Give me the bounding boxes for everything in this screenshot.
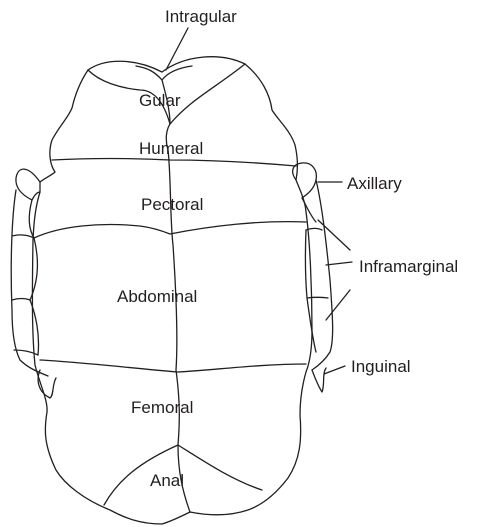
right-marginal-seam-2	[307, 297, 328, 298]
outline-right	[162, 57, 312, 515]
label-pectoral: Pectoral	[141, 195, 203, 214]
right-inguinal-spur	[312, 368, 326, 392]
abdominal-femoral-seam	[40, 360, 306, 372]
label-axillary: Axillary	[347, 174, 402, 193]
pectoral-abdominal-seam	[34, 222, 306, 238]
label-inguinal: Inguinal	[351, 357, 411, 376]
label-inframarginal: Inframarginal	[359, 257, 458, 276]
right-marginal	[293, 163, 333, 392]
inframarginal-leader-1	[318, 220, 350, 250]
intragular-seam	[136, 66, 192, 80]
inguinal-leader	[324, 366, 345, 374]
inframarginal-leader-2	[326, 262, 352, 265]
left-marginal-mid	[30, 238, 39, 355]
axillary-scute	[293, 163, 317, 198]
inframarginal-leader-3	[326, 290, 350, 320]
label-humeral: Humeral	[139, 139, 203, 158]
right-marginal-inner	[302, 198, 316, 222]
left-marginal-seam-2	[12, 299, 30, 301]
right-marginal-outer	[312, 180, 333, 370]
left-marginal-seam-1	[12, 235, 34, 238]
right-marginal-mid	[305, 230, 316, 352]
label-intragular: Intragular	[165, 7, 237, 26]
right-marginal-seam-1	[306, 229, 322, 231]
label-anal: Anal	[150, 471, 184, 490]
label-abdominal: Abdominal	[117, 287, 197, 306]
diagram-labels: Intragular Gular Humeral Pectoral Abdomi…	[117, 7, 458, 490]
label-gular: Gular	[139, 91, 181, 110]
label-femoral: Femoral	[131, 398, 193, 417]
left-marginal-spur	[16, 169, 40, 200]
humeral-pectoral-seam	[52, 159, 296, 167]
left-marginal	[11, 169, 56, 398]
